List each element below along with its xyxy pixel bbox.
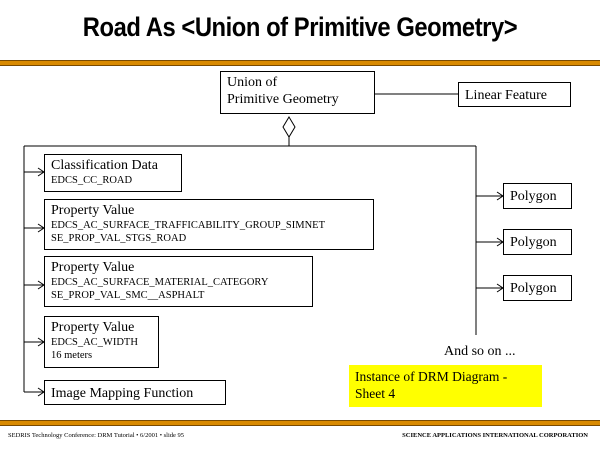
classification-data-box: Classification Data EDCS_CC_ROAD — [44, 154, 182, 192]
union-line1: Union of — [227, 75, 278, 90]
property-line1: EDCS_AC_SURFACE_TRAFFICABILITY_GROUP_SIM… — [51, 220, 326, 231]
property-value-box: Property Value EDCS_AC_SURFACE_TRAFFICAB… — [44, 199, 374, 250]
union-of-primitive-geometry-box: Union of Primitive Geometry — [220, 71, 375, 114]
linear-feature-box: Linear Feature — [458, 82, 571, 107]
property-title: Property Value — [51, 320, 135, 335]
property-value-box: Property Value EDCS_AC_WIDTH 16 meters — [44, 316, 159, 368]
property-line2: SE_PROP_VAL_SMC__ASPHALT — [51, 290, 205, 301]
property-line1: EDCS_AC_WIDTH — [51, 337, 138, 348]
property-line1: EDCS_AC_SURFACE_MATERIAL_CATEGORY — [51, 277, 269, 288]
polygon-box: Polygon — [503, 183, 572, 209]
and-so-on-label: And so on ... — [444, 344, 516, 359]
union-line2: Primitive Geometry — [227, 92, 339, 107]
image-mapping-function-box: Image Mapping Function — [44, 380, 226, 405]
property-title: Property Value — [51, 260, 135, 275]
bottom-divider — [0, 420, 600, 426]
property-line2: SE_PROP_VAL_STGS_ROAD — [51, 233, 187, 244]
property-value-box: Property Value EDCS_AC_SURFACE_MATERIAL_… — [44, 256, 313, 307]
classification-code: EDCS_CC_ROAD — [51, 175, 133, 186]
footer-right: SCIENCE APPLICATIONS INTERNATIONAL CORPO… — [402, 432, 588, 439]
diagram-note: Instance of DRM Diagram - Sheet 4 — [349, 365, 542, 407]
property-title: Property Value — [51, 203, 135, 218]
classification-title: Classification Data — [51, 158, 158, 173]
polygon-box: Polygon — [503, 229, 572, 255]
footer-left: SEDRIS Technology Conference: DRM Tutori… — [8, 432, 185, 439]
slide-title: Road As <Union of Primitive Geometry> — [82, 12, 518, 42]
polygon-box: Polygon — [503, 275, 572, 301]
top-divider — [0, 60, 600, 66]
property-line2: 16 meters — [51, 350, 93, 361]
